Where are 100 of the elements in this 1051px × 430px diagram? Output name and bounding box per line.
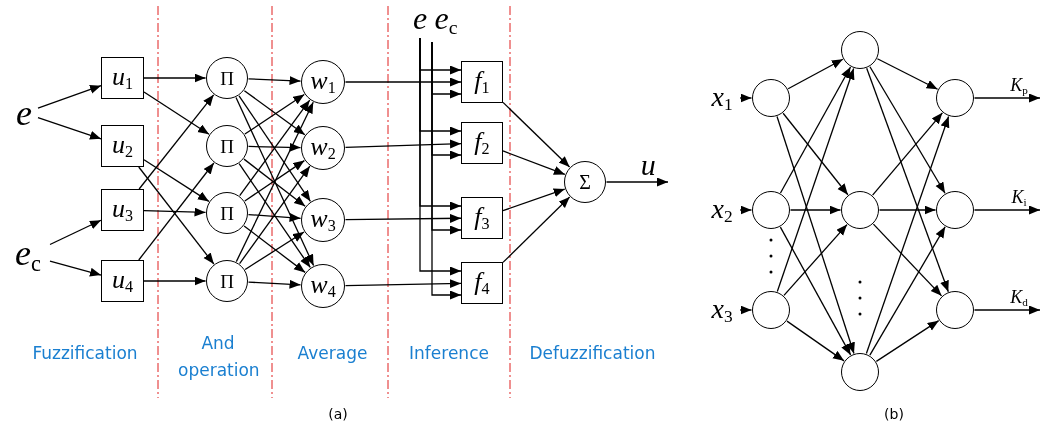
edge-label: u (640, 150, 656, 180)
function-box (101, 125, 144, 167)
variable-label: e$_{c}$ (6, 232, 50, 278)
arrow (143, 276, 207, 286)
arrow (866, 67, 949, 293)
neuron-circle (206, 57, 248, 99)
neuron-circle (301, 198, 345, 242)
arrow (247, 142, 302, 152)
arrow (776, 115, 855, 355)
neuron-circle (564, 161, 606, 203)
arrow (502, 196, 571, 264)
variable-label: u$_{2}$ (111, 131, 134, 161)
panel-label: (a) (327, 406, 349, 423)
arrow (37, 85, 102, 109)
arrow (869, 66, 946, 194)
neuron-circle (936, 79, 974, 117)
arrow (143, 73, 207, 83)
operator-symbol: Π (220, 271, 234, 291)
arrow (875, 320, 940, 362)
arrow (783, 223, 848, 297)
arrow (782, 112, 849, 196)
operator-symbol: w$_{2}$ (310, 133, 336, 163)
function-box (461, 197, 503, 239)
arrow (872, 223, 943, 297)
variable-label: f$_{2}$ (474, 128, 490, 158)
variable-label: e (10, 93, 38, 133)
arrow (876, 58, 939, 90)
neuron-circle (206, 192, 248, 234)
operator-symbol: Σ (579, 172, 591, 192)
arrow (49, 260, 102, 277)
function-box (101, 57, 144, 99)
edge-label: K$_{d}$ (1010, 288, 1028, 308)
arrow (739, 93, 753, 103)
neuron-circle (752, 191, 790, 229)
arrow (869, 226, 946, 356)
function-box (101, 260, 144, 302)
variable-label: u$_{3}$ (111, 195, 134, 225)
arrow (419, 37, 462, 276)
arrow (143, 159, 210, 203)
variable-label: x$_{3}$ (704, 294, 740, 326)
arrow (789, 205, 842, 215)
function-box (461, 61, 503, 103)
arrow (787, 58, 844, 90)
arrow (739, 305, 753, 315)
variable-label: f$_{3}$ (474, 203, 490, 233)
operator-symbol: Π (220, 203, 234, 223)
arrow (431, 41, 462, 300)
neuron-circle (841, 353, 879, 391)
variable-label: x$_{1}$ (704, 82, 740, 114)
arrow (344, 279, 462, 289)
stage-label: Average (296, 342, 369, 365)
operator-symbol: Π (220, 136, 234, 156)
neuron-circle (752, 79, 790, 117)
arrow (605, 177, 669, 187)
arrow (871, 112, 944, 196)
operator-symbol: w$_{3}$ (310, 205, 336, 235)
variable-label: e$_{c}$ (428, 0, 464, 40)
neuron-circle (936, 191, 974, 229)
variable-label: f$_{4}$ (474, 268, 490, 298)
arrow (143, 91, 210, 135)
variable-label: x$_{2}$ (704, 194, 740, 226)
neuron-circle (206, 125, 248, 167)
panel-label: (b) (883, 406, 905, 423)
arrow (143, 207, 207, 217)
arrow (973, 93, 1041, 103)
arrow (244, 231, 305, 271)
arrow (502, 150, 566, 176)
arrow (37, 117, 102, 140)
operator-symbol: w$_{1}$ (310, 67, 336, 97)
edge-label: K$_{p}$ (1010, 76, 1028, 96)
neuron-circle (301, 60, 345, 104)
arrow (502, 101, 571, 168)
function-box (461, 122, 503, 164)
operator-symbol: Π (220, 68, 234, 88)
arrow (344, 77, 462, 87)
variable-label: e (411, 0, 429, 36)
stage-label: And operation (178, 332, 258, 383)
neuron-circle (206, 260, 248, 302)
neuron-circle (301, 264, 345, 308)
arrow (973, 205, 1041, 215)
arrow (344, 139, 462, 149)
neuron-circle (752, 291, 790, 329)
operator-symbol: w$_{4}$ (310, 271, 336, 301)
arrow (779, 66, 852, 194)
variable-label: u$_{1}$ (111, 63, 134, 93)
arrow (786, 320, 845, 362)
function-box (461, 262, 503, 304)
neuron-circle (301, 126, 345, 170)
stage-label: Inference (408, 342, 490, 365)
edge-label: K$_{i}$ (1011, 188, 1027, 208)
arrow (973, 305, 1041, 315)
arrow (779, 226, 852, 356)
variable-label: f$_{1}$ (474, 67, 490, 97)
function-box (101, 189, 144, 231)
arrow (739, 205, 753, 215)
neuron-circle (841, 31, 879, 69)
arrow (243, 225, 306, 274)
arrow (49, 219, 102, 246)
stage-label: Defuzzification (528, 342, 657, 365)
neuron-circle (841, 191, 879, 229)
